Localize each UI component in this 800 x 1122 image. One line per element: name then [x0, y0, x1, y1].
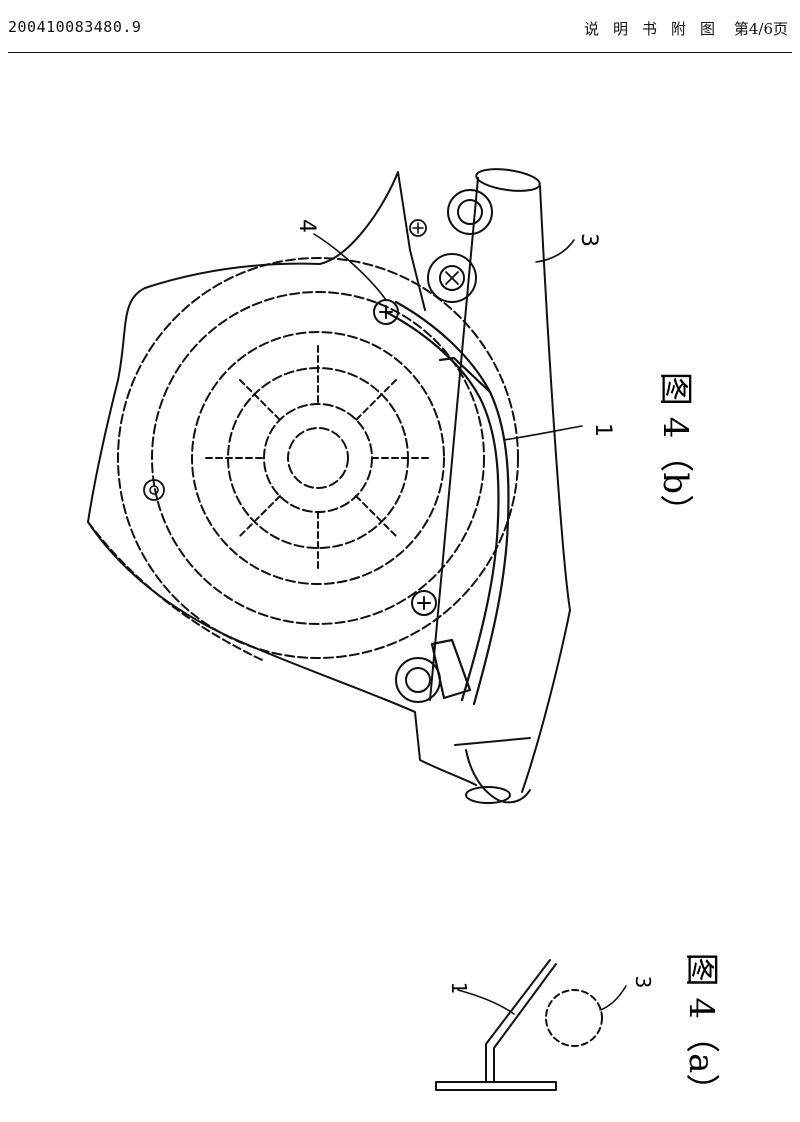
fan-guard-spokes [205, 345, 431, 573]
leader-3 [535, 239, 575, 263]
section-title: 说明书附图 [584, 20, 730, 38]
screw-bottom [411, 590, 437, 616]
housing-outline [87, 171, 426, 523]
figure-4b-drawing [87, 168, 583, 804]
fan-guard [117, 257, 519, 659]
label-1: 1 [590, 423, 615, 437]
screw-top [373, 299, 399, 325]
page-header-right: 说明书附图 第4/6页 [584, 18, 788, 39]
label-3a: 3 [631, 976, 655, 989]
label-1a: 1 [447, 982, 471, 995]
caption-fig-4a: 图 4（a） [681, 953, 721, 1108]
caption-fig-4b: 图 4（b） [655, 372, 695, 528]
screw-hole-left [143, 479, 165, 501]
label-4: 4 [294, 219, 319, 233]
leader-1 [503, 425, 583, 441]
document-number: 200410083480.9 [8, 18, 142, 36]
figure-4a-drawing [435, 959, 627, 1091]
handle-section-3 [545, 989, 603, 1047]
base-plate [435, 1081, 557, 1091]
bar-part-1-section [485, 959, 557, 1083]
protective-bar-part-1 [384, 300, 510, 706]
header-divider [8, 52, 792, 53]
mounting-bosses [395, 189, 493, 703]
handle-bar [429, 168, 571, 804]
page-indicator: 第4/6页 [733, 20, 788, 38]
leader-4 [313, 233, 387, 301]
label-3: 3 [576, 233, 601, 247]
